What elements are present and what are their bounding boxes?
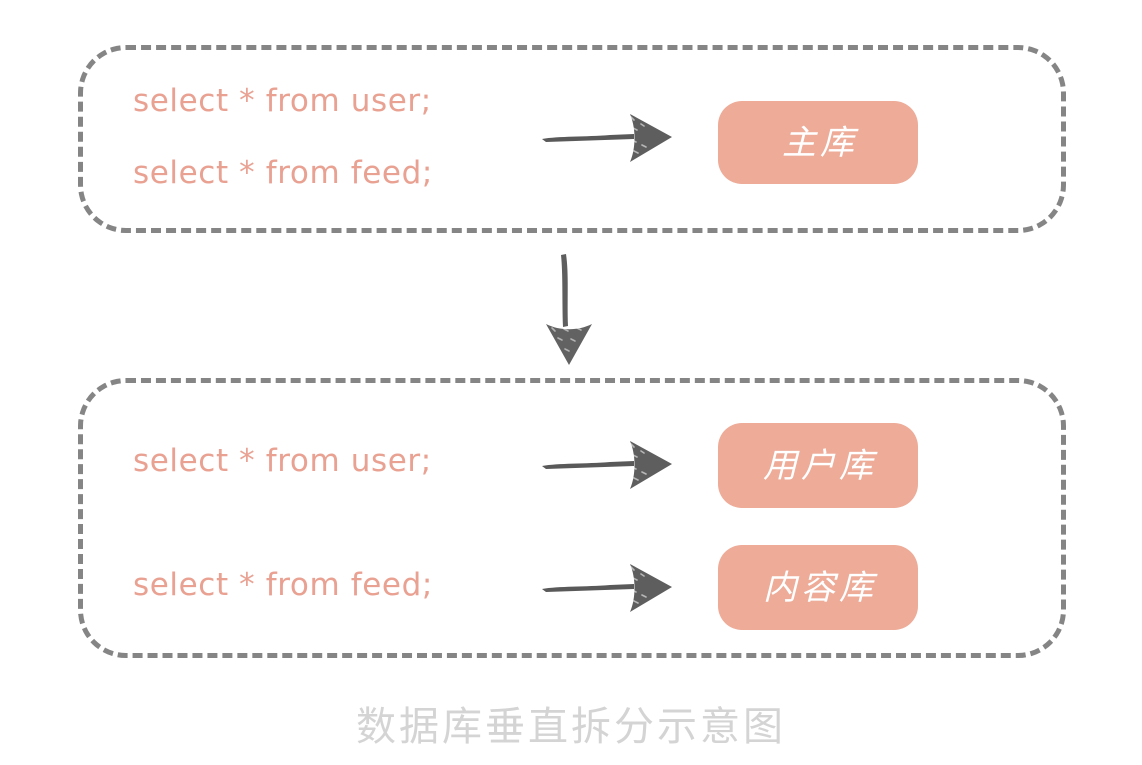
diagram-caption: 数据库垂直拆分示意图 [356, 704, 786, 750]
db-main-label: 主库 [782, 122, 858, 163]
db-content-label: 内容库 [763, 567, 877, 608]
db-content-box[interactable]: 内容库 [718, 545, 918, 630]
arrow-to-user-db-icon [542, 441, 672, 489]
single-database-group [78, 45, 1066, 233]
sql-statement-feed-after: select * from feed; [133, 567, 433, 603]
db-user-label: 用户库 [763, 445, 877, 486]
arrow-to-content-db-icon [542, 564, 672, 612]
split-database-group [78, 378, 1066, 658]
sql-statement-user-after: select * from user; [133, 443, 432, 479]
arrow-to-main-db-icon [542, 114, 672, 162]
sql-statement-feed-before: select * from feed; [133, 155, 433, 191]
vertical-split-arrow-icon [546, 254, 592, 365]
sql-statement-user-before: select * from user; [133, 83, 432, 119]
db-user-box[interactable]: 用户库 [718, 423, 918, 508]
db-main-box[interactable]: 主库 [718, 101, 918, 184]
